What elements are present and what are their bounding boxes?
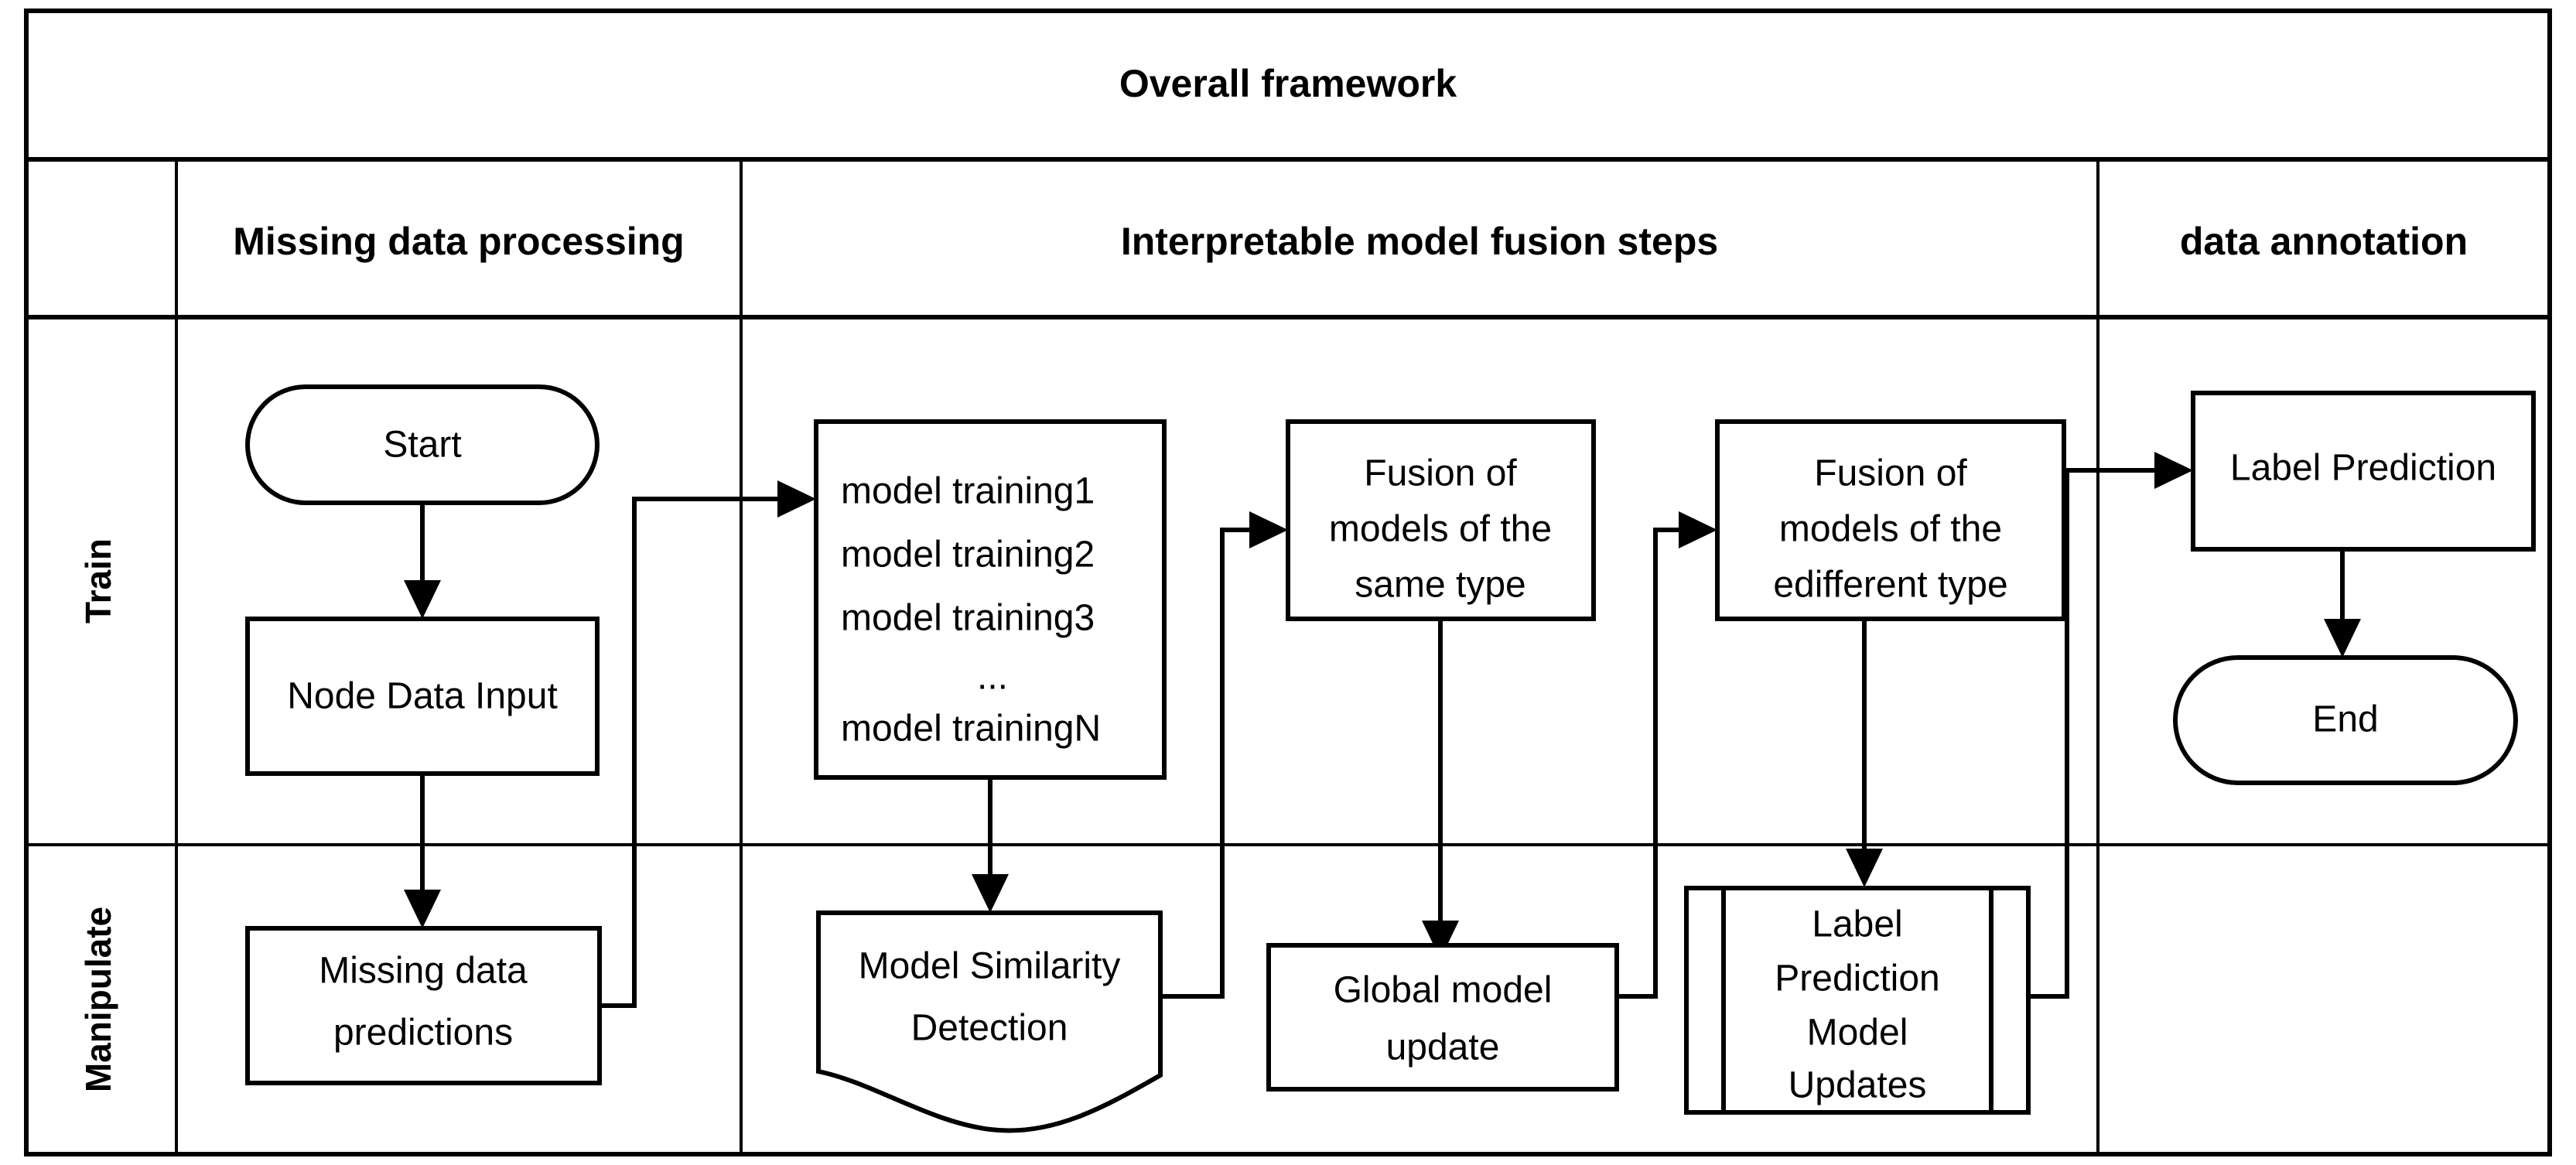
node-model-similarity-detection-line2: Detection xyxy=(911,1008,1068,1049)
connectors xyxy=(404,452,2361,1008)
node-global-model-update[interactable]: Global model update xyxy=(1266,943,1619,1092)
node-fusion-different-type-line2: models of the xyxy=(1779,509,2002,550)
frame-grid xyxy=(24,9,2552,1156)
connector-model-training-to-model-similarity-detection xyxy=(972,777,1009,913)
connector-start-to-node-data-input xyxy=(404,503,441,619)
node-label-prediction-model-updates-line4: Updates xyxy=(1789,1065,1927,1106)
column-header-interpretable-model-fusion-steps: Interpretable model fusion steps xyxy=(1121,220,1718,263)
node-global-model-update-line2: update xyxy=(1386,1027,1500,1068)
column-header-data-annotation: data annotation xyxy=(2180,220,2468,263)
node-end[interactable]: End xyxy=(2173,655,2518,785)
connector-label-prediction-model-updates-to-label-prediction xyxy=(2027,452,2193,999)
connector-fusion-different-type-to-label-prediction-model-updates xyxy=(1846,619,1883,887)
node-node-data-input-label: Node Data Input xyxy=(287,676,558,717)
node-missing-data-predictions-line2: predictions xyxy=(333,1013,513,1054)
node-fusion-different-type[interactable]: Fusion of models of the edifferent type xyxy=(1715,419,2066,621)
node-start-label: Start xyxy=(383,425,461,466)
node-fusion-different-type-line1: Fusion of xyxy=(1814,453,1967,494)
node-fusion-different-type-line3: edifferent type xyxy=(1773,565,2007,606)
diagram-title: Overall framework xyxy=(1119,62,1457,105)
connector-node-data-input-to-missing-data-predictions xyxy=(404,774,441,928)
connector-global-model-update-to-fusion-different-type xyxy=(1617,511,1717,999)
node-label-prediction-label: Label Prediction xyxy=(2230,448,2496,489)
node-model-training-line2: model training2 xyxy=(841,535,1095,576)
node-fusion-same-type-line1: Fusion of xyxy=(1364,453,1517,494)
connector-label-prediction-to-end xyxy=(2324,549,2361,658)
node-fusion-same-type-line2: models of the xyxy=(1329,509,1552,550)
node-label-prediction-model-updates[interactable]: Label Prediction Model Updates xyxy=(1684,886,2031,1115)
node-model-training-ellipsis: ... xyxy=(977,657,1008,698)
node-model-training-line1: model training1 xyxy=(841,471,1095,512)
node-fusion-same-type-line3: same type xyxy=(1355,565,1525,606)
node-global-model-update-line1: Global model xyxy=(1334,970,1553,1011)
node-start[interactable]: Start xyxy=(245,384,600,505)
node-label-prediction[interactable]: Label Prediction xyxy=(2191,391,2536,552)
node-fusion-same-type[interactable]: Fusion of models of the same type xyxy=(1286,419,1596,621)
node-node-data-input[interactable]: Node Data Input xyxy=(245,617,600,776)
node-model-similarity-detection[interactable]: Model Similarity Detection xyxy=(816,910,1163,1133)
node-label-prediction-model-updates-line3: Model xyxy=(1807,1013,1908,1054)
node-label-prediction-model-updates-line2: Prediction xyxy=(1775,958,1939,999)
node-missing-data-predictions-line1: Missing data xyxy=(319,951,528,992)
node-model-training-line3: model training3 xyxy=(841,598,1095,639)
node-model-similarity-detection-line1: Model Similarity xyxy=(859,946,1121,987)
connector-missing-data-predictions-to-model-training xyxy=(600,480,816,1008)
column-header-missing-data-processing: Missing data processing xyxy=(233,220,684,263)
connector-fusion-same-type-to-global-model-update xyxy=(1422,619,1459,959)
node-model-training-lineN: model trainingN xyxy=(841,709,1101,750)
swimlane-label-manipulate: Manipulate xyxy=(78,907,118,1092)
node-missing-data-predictions[interactable]: Missing data predictions xyxy=(245,926,602,1085)
swimlane-label-train: Train xyxy=(78,538,118,623)
connector-model-similarity-detection-to-fusion-same-type xyxy=(1160,511,1288,999)
node-label-prediction-model-updates-line1: Label xyxy=(1812,904,1902,945)
node-end-label: End xyxy=(2312,699,2378,740)
node-model-training[interactable]: model training1 model training2 model tr… xyxy=(814,419,1167,780)
